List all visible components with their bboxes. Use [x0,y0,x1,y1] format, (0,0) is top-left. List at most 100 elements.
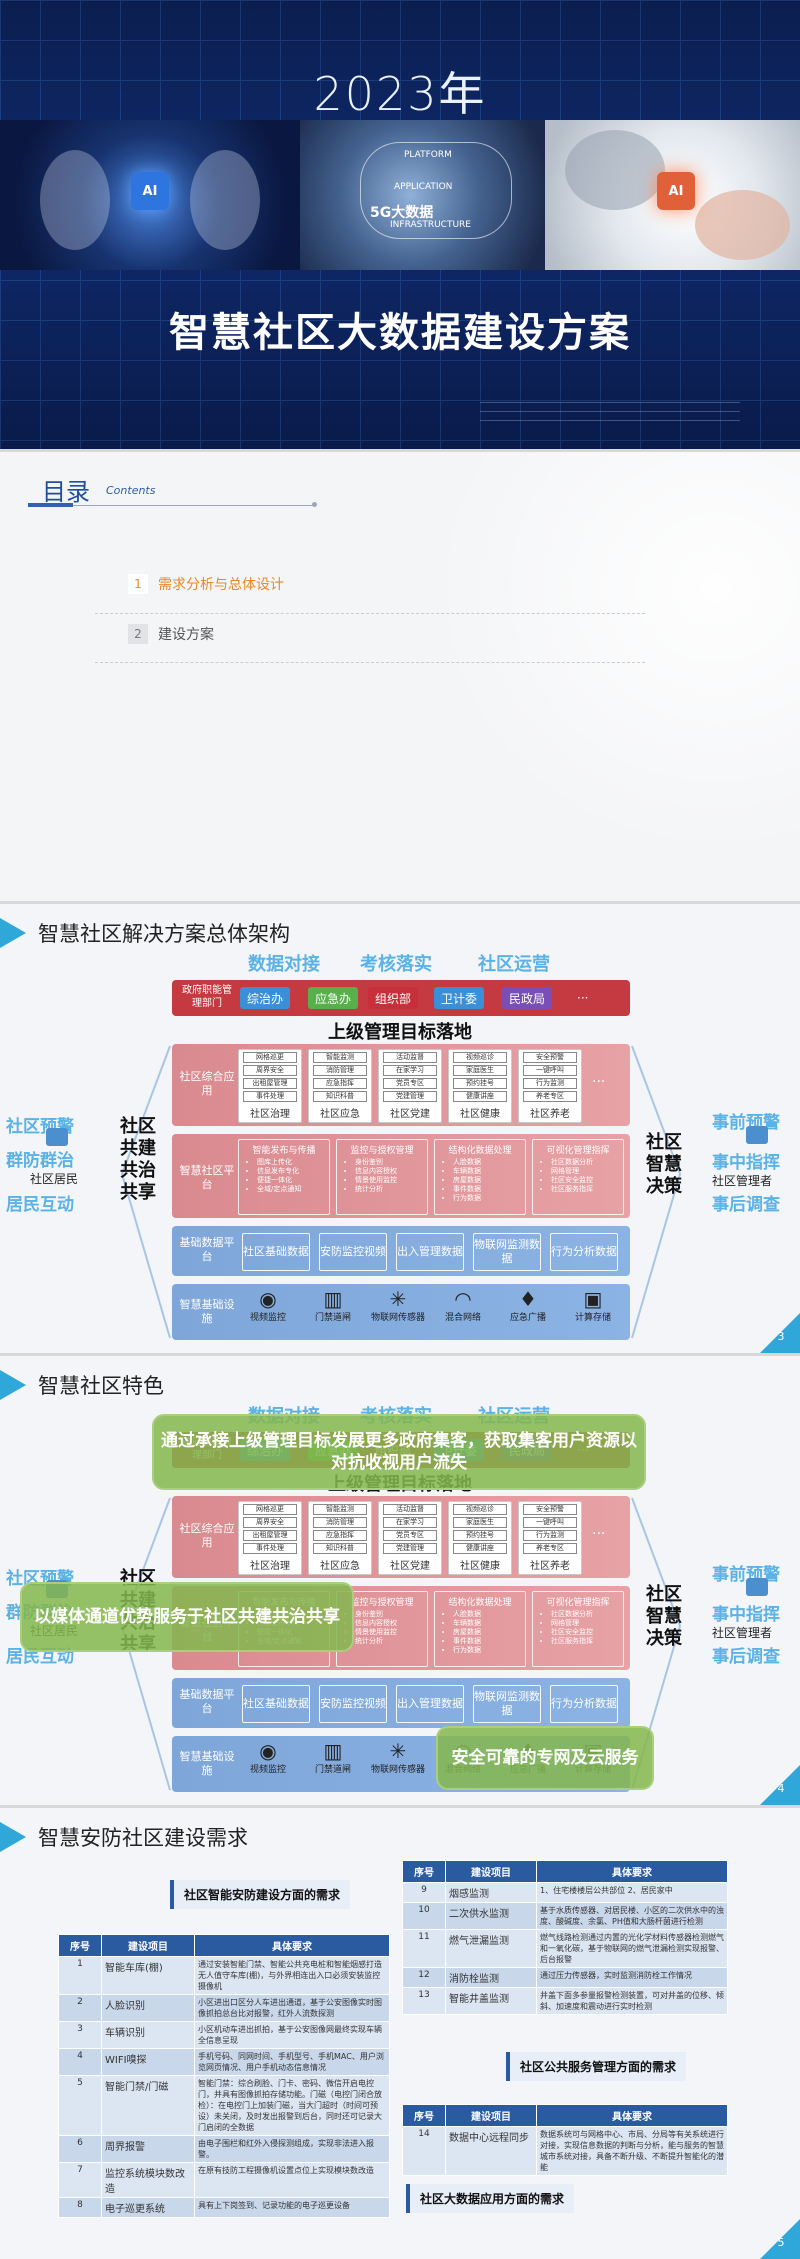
app-card: 网格巡更周界安全出租屋管理事件处理社区治理 [238,1501,302,1575]
infra-item: ▣ 计算存储 [563,1288,623,1323]
cover-decorative-lines [480,394,740,429]
app-card-line: 出租屋管理 [243,1530,297,1541]
data-box: 社区基础数据 [242,1233,310,1271]
infra-item-label: 视频监控 [238,1762,298,1775]
platform-box-item: 人脸数据 [453,1610,525,1619]
app-card-line: 健康讲座 [453,1091,507,1102]
contents-divider [95,662,645,663]
app-card-line: 视频巡诊 [453,1504,507,1515]
platform-box-item: 社区数据分析 [551,1610,623,1619]
contents-item-number: 1 [128,574,148,594]
app-card-line: 一键呼叫 [523,1065,577,1076]
contents-slide: 目录 Contents 1 需求分析与总体设计 2 建设方案 [0,452,800,904]
cell-number: 9 [403,1883,446,1903]
platform-box-item: 车辆数据 [453,1619,525,1628]
row-label: 政府职能管理部门 [178,984,236,1010]
platform-box: 可视化管理指挥社区数据分析网格管理社区安全监控社区服务指挥 [532,1591,624,1667]
app-card-line: 知识科普 [313,1091,367,1102]
cell-number: 2 [59,1995,102,2022]
infra-item: ◉ 视频监控 [238,1740,298,1775]
app-card-line: 预约挂号 [453,1530,507,1541]
callout-top: 通过承接上级管理目标发展更多政府集客，获取集客用户资源以对抗收视用户流失 [152,1414,646,1490]
gov-department-pill: 应急办 [308,987,358,1009]
app-card: 活动监督在家学习党员专区党建管理社区党建 [378,1501,442,1575]
data-box: 安防监控视频 [319,1233,387,1271]
left-side-tag: 群防群治 [6,1146,74,1171]
cover-photo-strip: AI PLATFORM APPLICATION INFRASTRUCTURE 5… [0,120,800,270]
app-card-line: 应急指挥 [313,1530,367,1541]
cell-requirement: 1、住宅楼楼层公共部位 2、居民家中 [537,1883,728,1903]
data-box: 出入管理数据 [396,1685,464,1723]
data-box: 出入管理数据 [396,1233,464,1271]
app-card-caption: 社区治理 [239,1105,301,1120]
gov-row: 政府职能管理部门综治办应急办组织部卫计委民政局··· [172,980,630,1016]
infra-item: ▥ 门禁道闸 [303,1740,363,1775]
cell-number: 1 [59,1957,102,1995]
infra-item: ◠ 混合网络 [433,1288,493,1323]
app-card-line: 智能监测 [313,1504,367,1515]
cell-requirement: 在原有技防工程摄像机设置点位上实现模块数改造 [195,2163,390,2198]
cell-requirement: 手机号码、同网时间、手机型号、手机MAC、用户浏览网页情况、用户手机动态信息情况 [195,2049,390,2076]
camera-icon: ◉ [238,1740,298,1762]
col-header: 建设项目 [102,1935,195,1957]
manager-icon [746,1578,768,1596]
platform-box: 结构化数据处理人脸数据车辆数据房屋数据事件数据行为数据 [434,1591,526,1667]
platform-box-title: 可视化管理指挥 [533,1595,623,1608]
cell-item: 车辆识别 [102,2022,195,2049]
row-label: 基础数据平台 [178,1236,236,1264]
platform-box-title: 监控与授权管理 [337,1143,427,1156]
col-header: 具体要求 [537,2105,728,2127]
cell-item: 消防栓监测 [446,1968,537,1988]
callout-right: 安全可靠的专网及云服务 [436,1726,654,1790]
platform-box-item: 人脸数据 [453,1158,525,1167]
table-row: 11 燃气泄漏监测 燃气线路检测通过内置的光化学材料传感器检测燃气和一氧化碳，基… [403,1930,728,1968]
cell-requirement: 小区进出口区分人车进出通道，基于公安图像实时图像抓拍总台比对报警，红外人流数探测 [195,1995,390,2022]
col-header: 序号 [59,1935,102,1957]
callout-left: 以媒体通道优势服务于社区共建共治共享 [20,1582,354,1652]
app-card-caption: 社区治理 [239,1557,301,1572]
app-card-line: 安全预警 [523,1504,577,1515]
cell-number: 5 [59,2076,102,2136]
cell-number: 11 [403,1930,446,1968]
cell-item: 数据中心远程同步 [446,2127,537,2176]
app-card-line: 在家学习 [383,1065,437,1076]
left-theme-text: 社区共建共治共享 [118,1116,158,1204]
page-number: 5 [770,2231,792,2253]
col-header: 序号 [403,2105,446,2127]
app-card-line: 事件处理 [243,1091,297,1102]
infra-item: ◉ 视频监控 [238,1288,298,1323]
contents-item-1[interactable]: 1 需求分析与总体设计 [128,572,284,596]
cell-item: 监控系统模块数改造 [102,2163,195,2198]
cell-number: 8 [59,2198,102,2218]
requirements-table-left: 序号 建设项目 具体要求 1 智能车库(棚) 通过安装智能门禁、智能公共充电桩和… [58,1934,390,2218]
row-label: 基础数据平台 [178,1688,236,1716]
gate-icon: ▥ [303,1740,363,1762]
cell-number: 3 [59,2022,102,2049]
contents-item-2[interactable]: 2 建设方案 [128,622,214,646]
apps-row: 社区综合应用网格巡更周界安全出租屋管理事件处理社区治理智能监测消防管理应急指挥知… [172,1496,630,1578]
app-card-line: 安全预警 [523,1052,577,1063]
platform-box-item: 全域/定点通知 [257,1185,329,1194]
app-card-line: 家庭医生 [453,1065,507,1076]
platform-box-item: 社区安全监控 [551,1628,623,1637]
platform-box-item: 行为数据 [453,1646,525,1655]
col-header: 具体要求 [537,1861,728,1883]
contents-divider [95,613,645,614]
data-box: 行为分析数据 [550,1685,618,1723]
apps-row: 社区综合应用网格巡更周界安全出租屋管理事件处理社区治理智能监测消防管理应急指挥知… [172,1044,630,1126]
platform-box-item: 社区安全监控 [551,1176,623,1185]
requirements-slide: 智慧安防社区建设需求 社区智能安防建设方面的需求 序号 建设项目 具体要求 1 … [0,1808,800,2259]
platform-box-item: 情景使用监控 [355,1176,427,1185]
platform-box-item: 信息内容授权 [355,1619,427,1628]
app-card-line: 周界安全 [243,1517,297,1528]
cover-slide: 2023年 AI PLATFORM APPLICATION INFRASTRUC… [0,0,800,452]
gov-department-pill: 民政局 [502,987,552,1009]
gov-department-pill: 卫计委 [434,987,484,1009]
data-row: 基础数据平台社区基础数据安防监控视频出入管理数据物联网监测数据行为分析数据 [172,1226,630,1276]
col-header: 建设项目 [446,1861,537,1883]
app-card-line: 知识科普 [313,1543,367,1554]
table-row: 3 车辆识别 小区机动车进出抓拍，基于公安图像网最终实现车辆全信息呈现 [59,2022,390,2049]
cover-photo-robot-hands: AI [0,120,300,270]
platform-box-item: 图库上传化 [257,1158,329,1167]
header-triangle-icon [0,1822,26,1852]
